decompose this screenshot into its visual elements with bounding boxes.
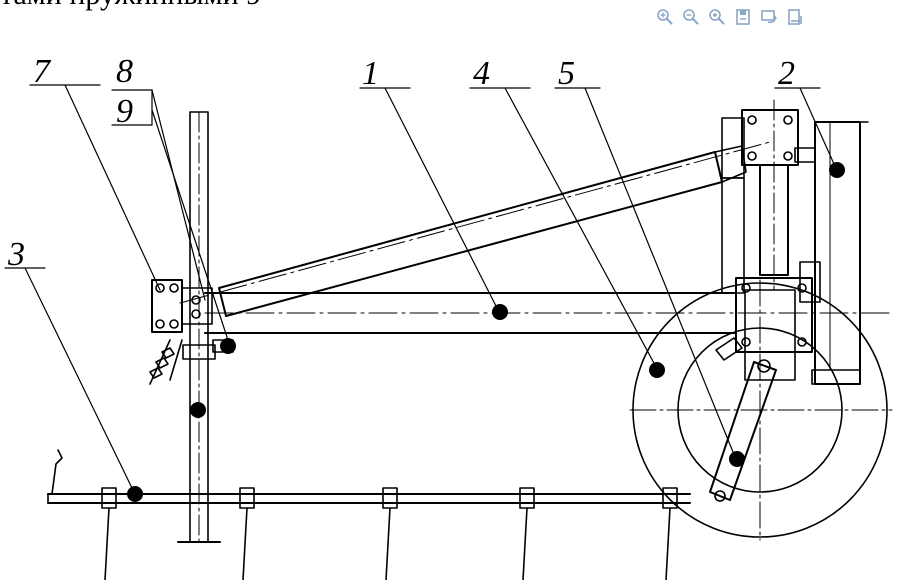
right-column — [721, 177, 796, 381]
zoom-out-icon — [683, 9, 699, 25]
callout-4: 4 — [473, 55, 490, 92]
leader-lines — [4, 84, 835, 489]
vertical-post — [177, 111, 221, 546]
left-bracket — [151, 279, 234, 353]
callout-2: 2 — [778, 55, 795, 92]
callout-5: 5 — [558, 55, 575, 92]
tine-bar — [47, 449, 691, 580]
zoom-reset-icon — [709, 9, 725, 25]
callout-9: 9 — [116, 93, 133, 130]
gearbox — [715, 261, 821, 361]
upper-housing — [721, 99, 816, 291]
zoom-out-button[interactable] — [680, 4, 702, 30]
callout-labels: 7 8 9 1 4 5 2 3 — [7, 53, 795, 273]
callout-8: 8 — [116, 53, 133, 90]
print-button[interactable] — [784, 4, 806, 30]
zoom-reset-button[interactable] — [706, 4, 728, 30]
zoom-in-icon — [657, 9, 673, 25]
zoom-in-button[interactable] — [654, 4, 676, 30]
lever-arm — [709, 359, 777, 502]
image-toolbar — [654, 4, 806, 32]
callout-1: 1 — [362, 55, 379, 92]
rotate-button[interactable] — [758, 4, 780, 30]
callout-7: 7 — [33, 53, 52, 90]
save-button[interactable] — [732, 4, 754, 30]
save-icon — [736, 9, 750, 25]
part-markers — [127, 162, 845, 502]
print-icon — [788, 9, 802, 25]
chain-detail — [149, 339, 183, 385]
rotate-icon — [761, 10, 777, 24]
callout-3: 3 — [7, 236, 25, 273]
right-frame — [811, 121, 869, 385]
horizontal-beam — [204, 292, 891, 334]
caption-text: тами пружинными 9 — [0, 0, 261, 12]
inclined-cylinder — [179, 141, 771, 317]
